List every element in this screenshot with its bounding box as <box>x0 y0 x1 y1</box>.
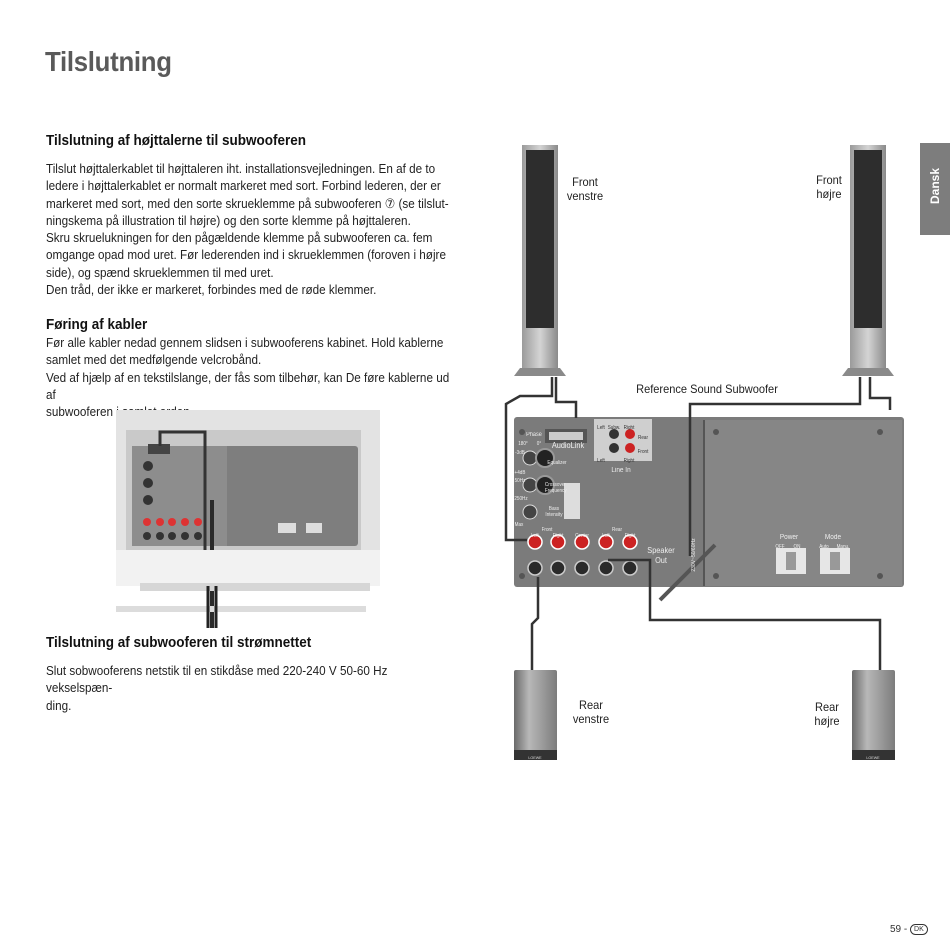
label-brand-rear-left: LOEWE <box>528 755 542 760</box>
label-subwoofer-title: Reference Sound Subwoofer <box>636 382 778 396</box>
text-line: side), og spænd skrueklemmen til med ure… <box>46 264 274 280</box>
text-line: ningskema på illustration til højre) og … <box>46 212 411 228</box>
label-crossover: Crossover Frequency <box>544 482 567 494</box>
text-line: Skru skruelukningen for den pågældende k… <box>46 230 433 246</box>
subwoofer-panel <box>514 417 904 587</box>
label-audiolink: AudioLink <box>551 441 585 450</box>
label-hz-250: 250Hz <box>514 496 528 502</box>
text-line: markeret med sort, med den sorte skruekl… <box>46 195 449 211</box>
section-body-speakers: Tilslut højttalerkablet til højttaleren … <box>46 160 451 298</box>
label-power-on: ON <box>793 544 801 550</box>
label-linein-subw: Subw. <box>607 425 621 431</box>
label-front-group: Front <box>541 527 553 533</box>
label-terminal-front-right: Right <box>552 533 564 539</box>
front-right-speaker <box>842 145 894 376</box>
speaker-cables <box>504 377 892 672</box>
text-line: Før alle kabler nedad gennem slidsen i s… <box>46 335 444 350</box>
label-linein-front: Front <box>637 449 649 455</box>
text-line: ding. <box>46 697 72 713</box>
label-db-minus: -3dB <box>515 450 525 456</box>
section-heading-cables: Føring af kabler <box>46 316 148 333</box>
label-phase-0: 0° <box>536 441 542 447</box>
label-power: Power <box>779 534 799 541</box>
label-terminal-front-left: Left <box>531 533 539 539</box>
label-line-in: Line In <box>611 467 631 474</box>
country-badge: DK <box>910 924 928 935</box>
label-rear-right: Rear højre <box>814 700 840 728</box>
label-terminal-rear-right: Right <box>624 533 636 539</box>
section-heading-power: Tilslutning af subwooferen til strømnett… <box>46 634 312 651</box>
label-max: Max <box>514 522 524 528</box>
label-mode-auto: Auto <box>819 544 829 550</box>
rear-left-speaker <box>514 670 557 760</box>
page-number: 59 - DK <box>890 924 928 935</box>
rear-right-speaker <box>852 670 895 760</box>
label-phase: Phase <box>526 432 542 438</box>
label-voltage: 230V~50/60Hz <box>691 538 697 572</box>
page-title: Tilslutning <box>45 46 172 77</box>
text-line: Slut sobwooferens netstik til en stikdås… <box>46 663 388 696</box>
label-phase-180: 180° <box>518 441 528 447</box>
label-linein-right: Right <box>623 425 635 431</box>
cable-routing-illustration <box>116 410 380 628</box>
label-front-right: Front højre <box>816 173 842 201</box>
label-bass: Bass Intensity <box>545 506 563 518</box>
label-db-plus: +4dB <box>514 470 526 476</box>
label-rear-left: Rear venstre <box>572 698 610 726</box>
front-left-speaker <box>514 145 566 376</box>
label-terminal-center: Center <box>575 533 589 539</box>
label-equalizer: Equalizer <box>547 460 567 466</box>
text-line: Tilslut højttalerkablet til højttaleren … <box>46 161 436 176</box>
label-linein-bottom-right: Right <box>623 458 635 464</box>
label-linein-left: Left <box>597 425 605 431</box>
label-rear-group: Rear <box>612 527 622 533</box>
language-tab: Dansk <box>920 143 950 235</box>
section-heading-speakers: Tilslutning af højttalerne til subwoofer… <box>46 132 307 149</box>
label-front-left: Front venstre <box>566 175 604 203</box>
text-line: omgange opad mod uret. Før lederenden in… <box>46 247 446 263</box>
label-hz-50: 50Hz <box>514 478 526 484</box>
section-body-power: Slut sobwooferens netstik til en stikdås… <box>46 662 451 714</box>
label-brand-rear-right: LOEWE <box>866 755 880 760</box>
label-speaker-out: Speaker Out <box>647 546 675 565</box>
label-linein-bottom-left: Left <box>597 458 605 464</box>
text-line: samlet med det medfølgende velcrobånd. <box>46 352 262 368</box>
label-power-off: OFF <box>775 544 785 550</box>
text-line: Den tråd, der ikke er markeret, forbinde… <box>46 282 377 298</box>
label-mode-manu: Manu. <box>836 544 850 550</box>
text-line: Ved af hjælp af en tekstilslange, der få… <box>46 369 450 402</box>
label-terminal-rear-left: Left <box>602 533 610 539</box>
label-mode: Mode <box>824 534 842 541</box>
section-body-cables: Før alle kabler nedad gennem slidsen i s… <box>46 334 451 420</box>
label-linein-rear: Rear <box>638 435 648 441</box>
page-number-text: 59 - <box>890 924 908 935</box>
text-line: ledere i højttalerkablet er normalt mark… <box>46 178 441 194</box>
